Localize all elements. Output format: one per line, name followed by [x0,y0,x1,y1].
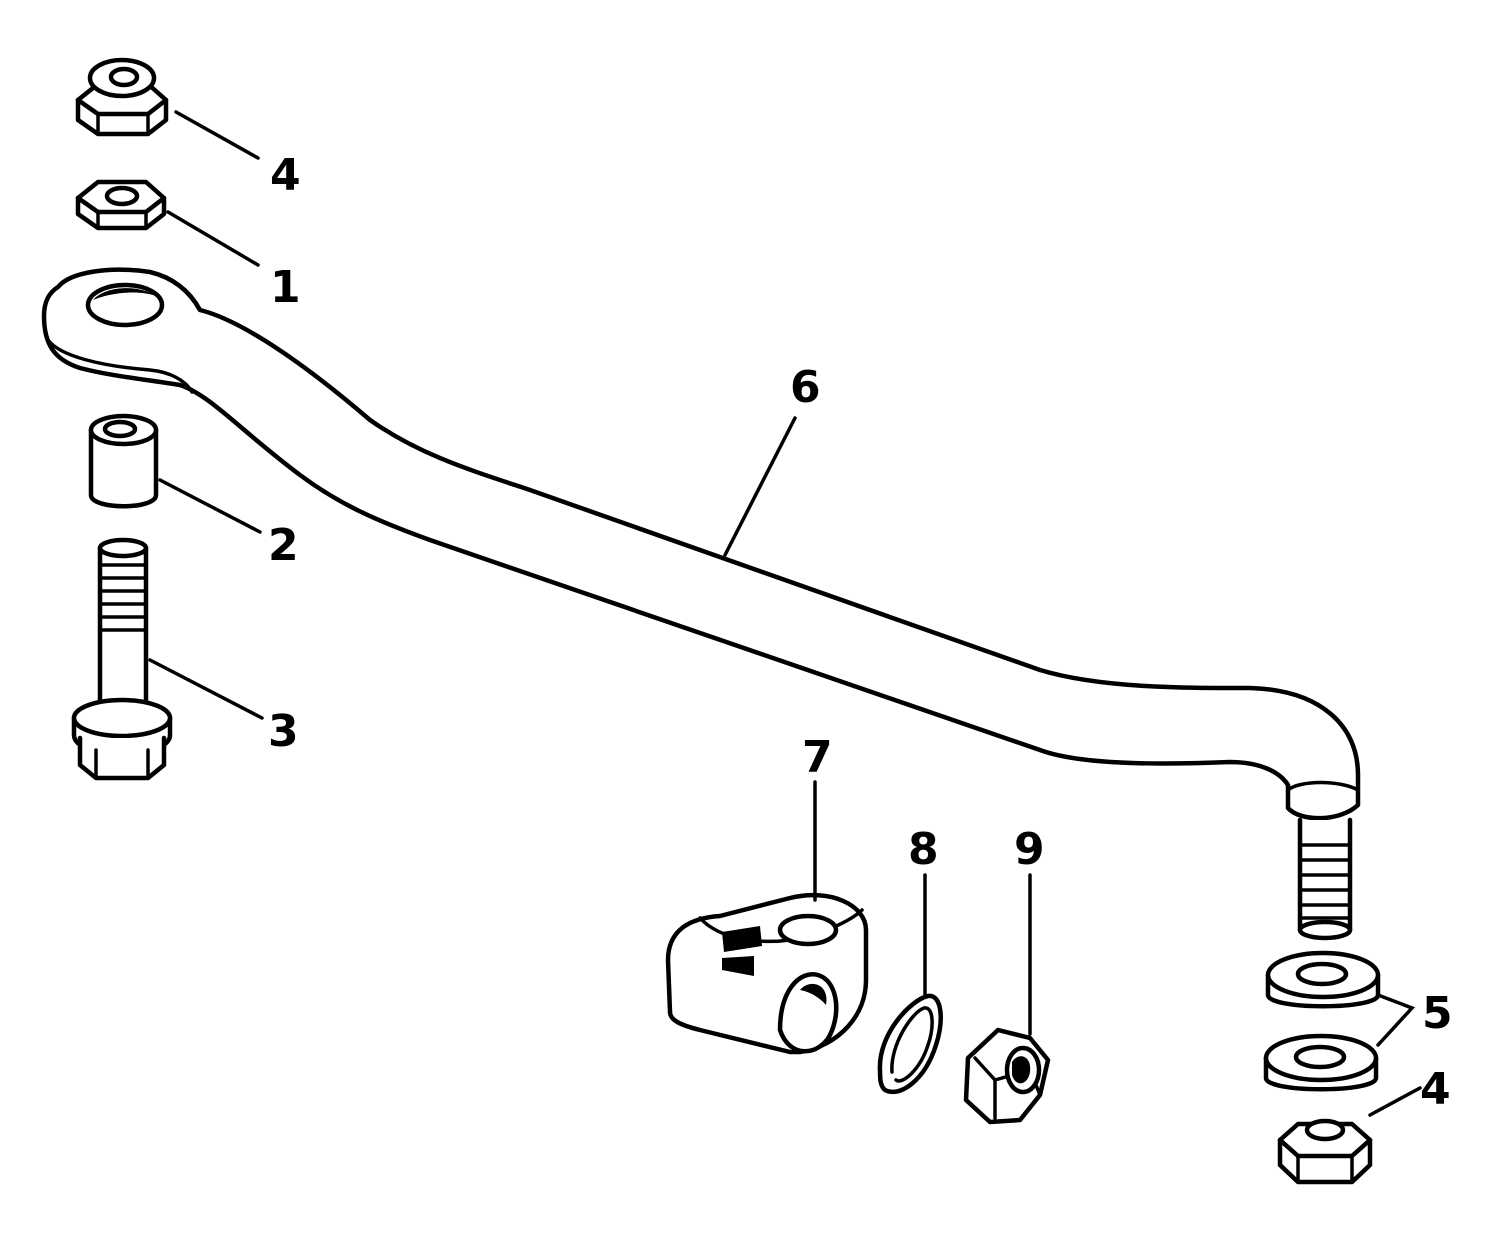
leader-6 [723,416,797,557]
part-5-washers [1263,950,1381,1092]
leader-5 [1376,993,1416,1047]
part-7-clamp-block [665,892,869,1055]
leader-4-bottom [1368,1086,1422,1117]
leader-4-top [174,110,260,160]
part-8-washer [877,993,943,1095]
callout-9: 9 [1014,824,1045,875]
callout-5: 5 [1422,988,1453,1039]
part-3-bolt [71,537,173,781]
callout-7: 7 [802,732,833,783]
leader-2 [158,478,262,534]
callout-labels: 4 1 6 2 3 7 8 9 5 4 [268,150,1453,1115]
part-9-hex-nut [963,1027,1051,1125]
callout-6: 6 [790,362,821,413]
callout-8: 8 [908,824,939,875]
leader-1 [166,210,260,267]
part-6-link-rod [41,267,1361,941]
leader-3 [148,658,264,720]
callout-3: 3 [268,706,299,757]
callout-4-top: 4 [270,150,301,201]
callout-2: 2 [268,520,299,571]
part-2-spacer [88,413,159,509]
part-4-top-lock-nut [75,57,169,137]
callout-4-bottom: 4 [1420,1064,1451,1115]
part-1-nut [75,179,167,231]
leader-lines [148,110,1422,1117]
callout-1: 1 [270,262,301,313]
part-4-bottom-lock-nut [1277,1118,1373,1185]
